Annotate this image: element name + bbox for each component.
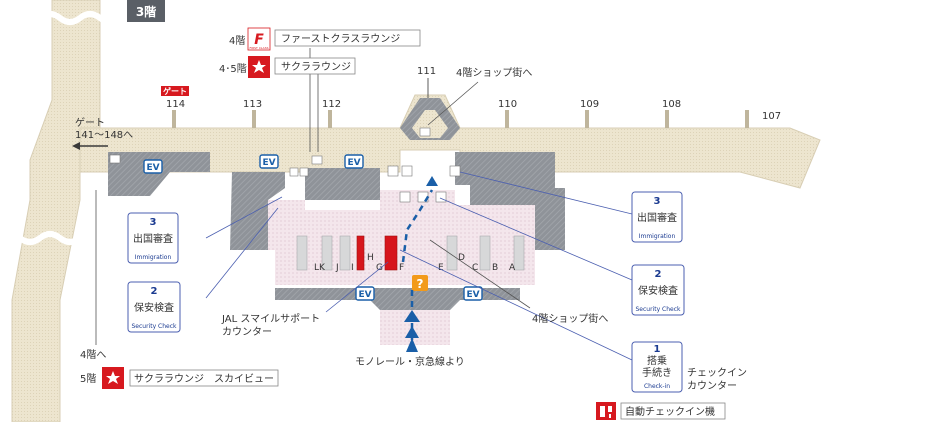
svg-text:Security Check: Security Check bbox=[131, 323, 177, 330]
sky-lounge-name: サクララウンジ スカイビュー bbox=[134, 373, 274, 385]
svg-text:F: F bbox=[254, 32, 264, 48]
gate-range-line1: ゲート bbox=[75, 117, 105, 129]
svg-text:EV: EV bbox=[358, 290, 371, 300]
svg-text:搭乗: 搭乗 bbox=[647, 354, 667, 367]
svg-text:1: 1 bbox=[654, 344, 661, 355]
gate-107: 107 bbox=[762, 111, 781, 122]
counter-J: J bbox=[335, 263, 339, 273]
sakura-lounge-icon bbox=[248, 56, 270, 78]
svg-text:2: 2 bbox=[655, 269, 662, 280]
route-arrow bbox=[401, 176, 438, 340]
checkin-note-line2: カウンター bbox=[687, 380, 737, 392]
svg-text:EV: EV bbox=[347, 158, 360, 168]
arrow-left-icon bbox=[72, 142, 108, 150]
svg-text:出国審査: 出国審査 bbox=[133, 232, 173, 245]
concourse-break-bottom bbox=[0, 231, 82, 245]
svg-text:EV: EV bbox=[146, 163, 159, 173]
auto-checkin-label: 自動チェックイン機 bbox=[625, 405, 715, 418]
callout-checkin: 1 搭乗 手続き Check-in bbox=[631, 341, 683, 393]
monorail-arrow-icon bbox=[406, 338, 418, 352]
ev-icon-1: EV bbox=[143, 159, 163, 174]
svg-text:2: 2 bbox=[151, 286, 158, 297]
svg-text:Check-in: Check-in bbox=[644, 383, 670, 390]
escalator-icons bbox=[109, 127, 461, 203]
counter-E: E bbox=[438, 263, 444, 273]
sky-lounge-floor: 5階 bbox=[80, 373, 96, 385]
jetway-stubs bbox=[172, 110, 749, 128]
counter-A: A bbox=[509, 263, 516, 273]
svg-text:?: ? bbox=[417, 277, 424, 291]
svg-text:3: 3 bbox=[150, 217, 157, 228]
svg-text:保安検査: 保安検査 bbox=[638, 284, 678, 297]
elevator-icons: EV EV EV EV EV bbox=[143, 154, 483, 301]
shops-top-label: 4階ショップ街へ bbox=[456, 66, 532, 79]
ev-icon-4: EV bbox=[355, 286, 375, 301]
gate-111: 111 bbox=[417, 66, 436, 77]
info-icon: ? bbox=[412, 275, 428, 291]
gate-110: 110 bbox=[498, 99, 517, 110]
svg-text:3: 3 bbox=[654, 196, 661, 207]
sakura-skyview-icon bbox=[102, 367, 124, 389]
counter-K: K bbox=[319, 263, 326, 273]
concourse-break-top bbox=[38, 11, 122, 25]
counter-C: C bbox=[472, 263, 478, 273]
svg-text:EV: EV bbox=[262, 158, 275, 168]
building-right-wing bbox=[455, 152, 565, 250]
floor-badge: 3階 bbox=[127, 0, 165, 22]
gate-113: 113 bbox=[243, 99, 262, 110]
first-class-icon: F FIRST CLASS bbox=[247, 27, 271, 51]
auto-checkin-icon bbox=[596, 402, 616, 420]
callout-immigration-right: 3 出国審査 Immigration bbox=[631, 191, 683, 243]
building-left-wing bbox=[108, 152, 210, 196]
checkin-counters bbox=[296, 235, 525, 271]
counter-F: F bbox=[399, 263, 404, 273]
callout-security-right: 2 保安検査 Security Check bbox=[631, 264, 685, 316]
gate-tag: ゲート bbox=[161, 86, 189, 96]
approach-walkway bbox=[380, 310, 450, 345]
sky-lounge-up-text: 4階へ bbox=[80, 349, 106, 361]
sakura-lounge-name: サクララウンジ bbox=[281, 61, 351, 73]
counter-B: B bbox=[492, 263, 498, 273]
counter-labels: L K J I H G F E D C B A bbox=[314, 253, 516, 273]
checkin-note-line1: チェックイン bbox=[687, 367, 747, 379]
svg-text:ゲート: ゲート bbox=[163, 86, 187, 96]
gate-114: 114 bbox=[166, 99, 185, 110]
departure-hall bbox=[268, 190, 535, 285]
building-security-wall bbox=[275, 288, 520, 310]
ev-icon-5: EV bbox=[463, 286, 483, 301]
counter-I: I bbox=[351, 263, 354, 273]
svg-text:Immigration: Immigration bbox=[639, 233, 676, 240]
callout-immigration-left: 3 出国審査 Immigration bbox=[127, 212, 179, 264]
monorail-label: モノレール・京急線より bbox=[355, 355, 465, 368]
svg-text:3階: 3階 bbox=[136, 4, 156, 19]
gate-109: 109 bbox=[580, 99, 599, 110]
shops-right-label: 4階ショップ街へ bbox=[532, 312, 608, 325]
sakura-lounge-floor: 4･5階 bbox=[219, 63, 247, 75]
ev-icon-2: EV bbox=[259, 154, 279, 169]
svg-text:保安検査: 保安検査 bbox=[134, 301, 174, 314]
callout-security-left: 2 保安検査 Security Check bbox=[127, 281, 181, 333]
first-lounge-floor: 4階 bbox=[229, 35, 245, 47]
counter-L: L bbox=[314, 263, 319, 273]
gate-range-line2: 141～148へ bbox=[75, 130, 133, 141]
gate-112: 112 bbox=[322, 99, 341, 110]
svg-text:手続き: 手続き bbox=[642, 366, 672, 379]
jal-support-line1: JAL スマイルサポート bbox=[221, 313, 320, 325]
jal-support-line2: カウンター bbox=[222, 326, 272, 338]
counter-G: G bbox=[376, 263, 383, 273]
first-lounge-name: ファーストクラスラウンジ bbox=[281, 33, 400, 45]
svg-text:EV: EV bbox=[466, 290, 479, 300]
ev-icon-3: EV bbox=[344, 154, 364, 169]
building-center bbox=[305, 168, 380, 200]
svg-text:Security Check: Security Check bbox=[635, 306, 681, 313]
counter-D: D bbox=[458, 253, 465, 263]
gate-108: 108 bbox=[662, 99, 681, 110]
svg-text:Immigration: Immigration bbox=[135, 254, 172, 261]
building-center-left bbox=[230, 172, 285, 250]
counter-H: H bbox=[367, 253, 374, 263]
svg-text:出国審査: 出国審査 bbox=[637, 211, 677, 224]
svg-text:FIRST CLASS: FIRST CLASS bbox=[249, 46, 268, 50]
